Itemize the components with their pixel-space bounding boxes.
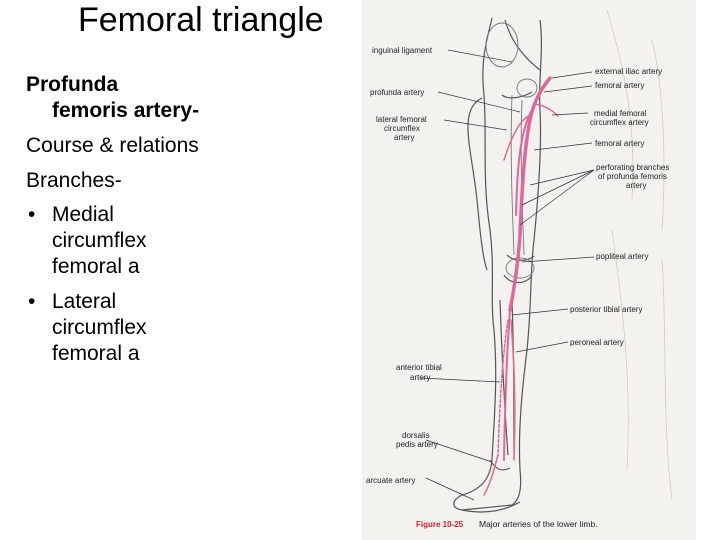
topic-heading: Profunda femoris artery- (26, 72, 356, 124)
branch-item-medial: • Medial circumflex femoral a (26, 202, 222, 280)
label-lateral-femoral: circumflex (384, 124, 420, 133)
label-perforating: perforating branches (596, 163, 669, 172)
slide-title: Femoral triangle (78, 1, 324, 39)
lower-limb-arteries-figure: inguinal ligament profunda artery latera… (362, 0, 696, 540)
label-femoral-artery: femoral artery (595, 139, 644, 148)
label-profunda-artery: profunda artery (370, 88, 424, 97)
figure-caption: Major arteries of the lower limb. (479, 519, 598, 529)
branch-line: femoral a (52, 255, 140, 278)
label-inguinal-ligament: inguinal ligament (372, 46, 433, 55)
slide-text-body: Profunda femoris artery- Course & relati… (26, 72, 356, 376)
artery-paths (483, 76, 559, 496)
label-dorsalis-pedis: dorsalis (402, 431, 430, 440)
branch-line: circumflex (52, 316, 147, 339)
course-text: Course & relations (26, 134, 199, 157)
label-posterior-tibial: posterior tibial artery (570, 305, 642, 314)
label-external-iliac: external iliac artery (595, 67, 662, 76)
label-lateral-femoral: artery (394, 133, 414, 142)
lateral-circumflex-path (503, 114, 531, 161)
background-skeleton-illustration (606, 9, 673, 501)
leader-lines (419, 49, 595, 501)
bullet-icon: • (28, 203, 36, 226)
label-lateral-femoral: lateral femoral (376, 115, 427, 124)
label-femoral-artery-top: femoral artery (595, 81, 644, 90)
label-perforating: artery (626, 181, 646, 190)
medial-circumflex-path (533, 103, 559, 117)
branch-line: femoral a (52, 342, 140, 365)
lower-limb-diagram: inguinal ligament profunda artery latera… (366, 9, 673, 529)
label-arcuate-artery: arcuate artery (366, 476, 415, 485)
leg-outline (453, 17, 542, 513)
femoral-artery-path (508, 76, 552, 312)
posterior-tibial-path (503, 309, 511, 461)
dorsalis-pedis-path (483, 454, 499, 496)
branch-list: • Medial circumflex femoral a • Lateral … (26, 202, 356, 367)
peroneal-artery-path (510, 319, 516, 461)
bone-outlines (485, 22, 538, 279)
heading-line-1: Profunda (26, 73, 119, 96)
bullet-icon: • (28, 290, 36, 313)
label-perforating: of profunda femoris (598, 172, 667, 181)
profunda-artery-path (515, 109, 533, 216)
label-medial-femoral: circumflex artery (590, 118, 649, 127)
label-dorsalis-pedis: pedis artery (396, 440, 438, 449)
label-peroneal: peroneal artery (570, 338, 624, 347)
branch-line: circumflex (52, 229, 147, 252)
heading-line-2: femoris artery- (52, 99, 200, 122)
label-anterior-tibial: anterior tibial (396, 363, 442, 372)
label-medial-femoral: medial femoral (594, 109, 647, 118)
branch-line: Lateral (52, 290, 117, 313)
label-anterior-tibial: artery (410, 373, 430, 382)
label-popliteal: popliteal artery (596, 252, 648, 261)
branches-text: Branches- (26, 169, 122, 192)
branch-item-lateral: • Lateral circumflex femoral a (26, 289, 222, 367)
branch-line: Medial (52, 203, 114, 226)
figure-number: Figure 10-25 (416, 520, 464, 529)
anterior-tibial-path (497, 319, 509, 456)
